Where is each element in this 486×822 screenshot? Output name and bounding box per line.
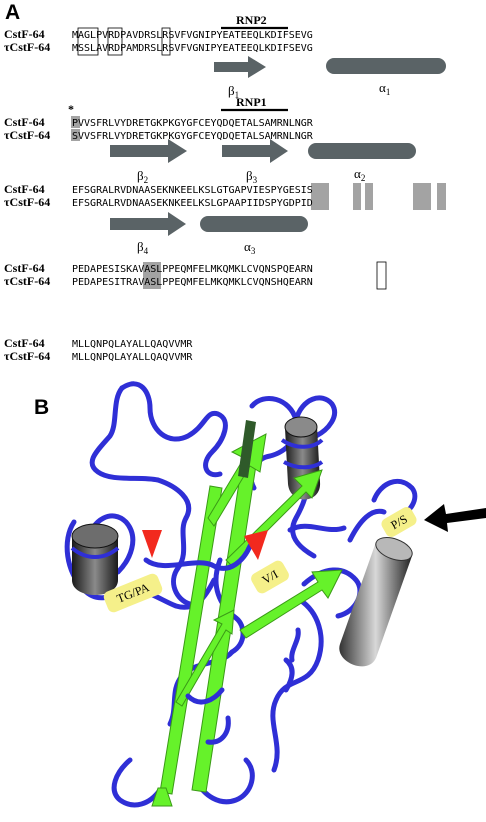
seq-taucstf64-1: MSSLAVRDPAMDRSLRSVFVGNIPYEATEEQLKDIFSEVG [72,43,313,54]
seq-name-taucstf64: τCstF-64 [4,40,50,54]
seq-name-cstf64: CstF-64 [4,182,45,196]
variant-highlight [71,116,80,128]
beta-strand-arrow [175,609,235,707]
variant-tag-vi: V/I [251,560,289,594]
variant-highlight [353,183,361,210]
beta-strand-arrow [239,569,343,639]
seq-name-cstf64: CstF-64 [4,115,45,129]
alignment-block-1: RNP2 CstF-64 MAGLPVRDPAVDRSLRSVFVGNIPYEA… [4,13,446,100]
seq-taucstf64-2: SVVSFRLVYDRETGKPKGYGFCEYQDQETALSAMRNLNGR [72,131,314,142]
beta-strand-4 [110,212,186,236]
beta1-label: β1 [228,83,239,100]
helix-left [70,523,120,595]
protein-structure: TG/PA V/I P/S [64,381,486,808]
variant-highlight [437,183,446,210]
diff-box [77,27,99,56]
marker-arrowhead-center [244,530,268,560]
variant-highlight [71,129,80,141]
alignment-block-3: CstF-64 EFSGRALRVDNAASEKNKEELKSLGTGAPVIE… [4,182,446,256]
seq-cstf64-4: PEDAPESISKAVASLPPEQMFELMKQMKLCVQNSPQEARN [72,264,313,275]
marker-arrowhead-left [142,530,162,558]
seq-name-taucstf64: τCstF-64 [4,274,50,288]
seq-name-taucstf64: τCstF-64 [4,349,50,363]
variant-highlight [311,183,329,210]
alpha3-label: α3 [244,239,256,256]
alignment-block-4: CstF-64 PEDAPESISKAVASLPPEQMFELMKQMKLCVQ… [4,261,387,290]
beta4-label: β4 [137,239,149,256]
seq-taucstf64-4: PEDAPESITRAVASLPPEQMFELMKQMKLCVQNSHQEARN [72,277,313,288]
seq-cstf64-3: EFSGRALRVDNAASEKNKEELKSLGTGAPVIESPYGESIS [72,185,313,196]
variant-tag-ps: P/S [381,507,417,537]
diff-box [161,27,171,56]
beta3-label: β3 [246,168,258,185]
helix-right [339,537,413,667]
rnp2-label: RNP2 [236,13,267,27]
alpha2-label: α2 [354,166,365,183]
variant-highlight [413,183,431,210]
beta-strand-arrowhead [151,787,173,807]
alignment-block-5: CstF-64 MLLQNPQLAYALLQAQVVMR τCstF-64 ML… [4,336,193,363]
rnp1-label: RNP1 [236,95,267,109]
alpha-helix-1 [326,58,446,74]
alpha-helix-2 [308,143,416,159]
seq-name-cstf64: CstF-64 [4,336,45,350]
seq-taucstf64-3: EFSGRALRVDNAASEKNKEELKSLGPAAPIIDSPYGDPID [72,198,313,209]
asterisk: * [68,102,74,116]
seq-cstf64-1: MAGLPVRDPAVDRSLRSVFVGNIPYEATEEQLKDIFSEVG [72,30,313,41]
seq-name-taucstf64: τCstF-64 [4,195,50,209]
beta2-label: β2 [137,168,148,185]
panel-b-label: B [34,396,49,419]
pointer-arrow [424,504,486,532]
seq-cstf64-5: MLLQNPQLAYALLQAQVVMR [72,339,193,350]
alpha-helix-3 [200,216,308,232]
diff-box [376,261,387,290]
variant-highlight [143,262,161,289]
panel-a-label: A [5,1,20,24]
seq-taucstf64-5: MLLQNPQLAYALLQAQVVMR [72,352,193,363]
alignment-block-2: * RNP1 CstF-64 PVVSFRLVYDRETGKPKGYGFCEYQ… [4,95,416,185]
variant-label-vi: V/I [260,567,281,587]
seq-name-cstf64: CstF-64 [4,27,45,41]
beta-strand-2 [110,139,187,163]
coil-front [143,523,347,745]
beta-strand-1 [214,56,266,78]
seq-name-taucstf64: τCstF-64 [4,128,50,142]
diff-box [107,27,123,56]
seq-cstf64-2: PVVSFRLVYDRETGKPKGYGFCEYQDQETALSAMRNLNGR [72,118,314,129]
alpha1-label: α1 [379,80,390,97]
seq-name-cstf64: CstF-64 [4,261,45,275]
beta-strand-back [238,420,256,478]
variant-highlight [365,183,373,210]
beta-strand-3 [222,139,288,163]
